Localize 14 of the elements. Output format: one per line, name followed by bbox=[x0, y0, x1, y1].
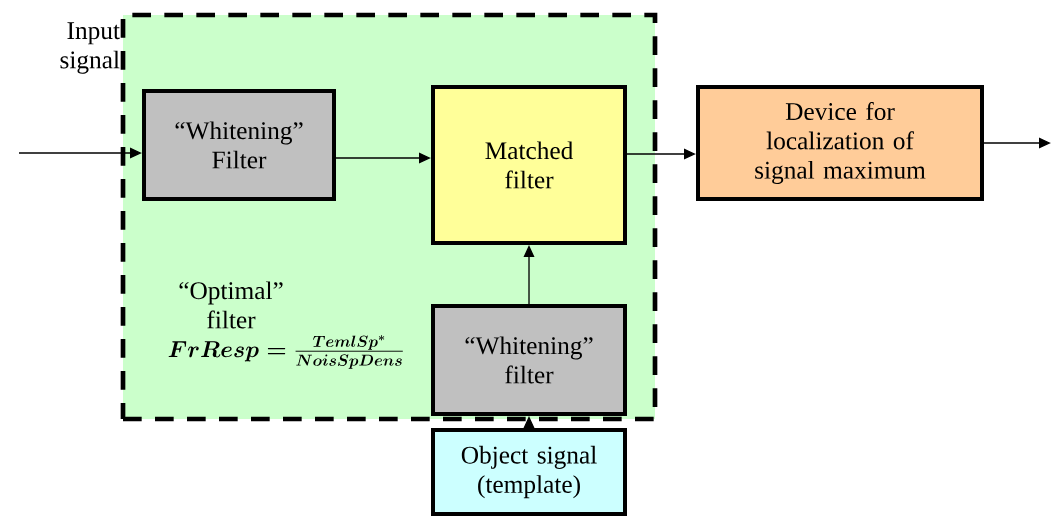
arrow bbox=[18, 147, 142, 159]
arrow bbox=[335, 152, 431, 164]
process-box: Device for localization of signal maximum bbox=[696, 85, 984, 201]
process-box: “Whitening” filter bbox=[431, 304, 627, 416]
arrow bbox=[983, 137, 1051, 149]
process-box: “Whitening” Filter bbox=[142, 89, 336, 201]
input-box: Object signal (template) bbox=[431, 428, 627, 516]
arrow bbox=[523, 245, 535, 305]
formula: $FrResp=\frac{TemlSp^{*}}{NoisSpDens}$ bbox=[168, 335, 403, 369]
process-box: Matched filter bbox=[431, 85, 627, 245]
arrow bbox=[523, 416, 535, 429]
edge-label: Input signal bbox=[60, 22, 120, 74]
group-label: “Optimal” filter bbox=[179, 281, 283, 329]
arrow bbox=[626, 148, 696, 160]
